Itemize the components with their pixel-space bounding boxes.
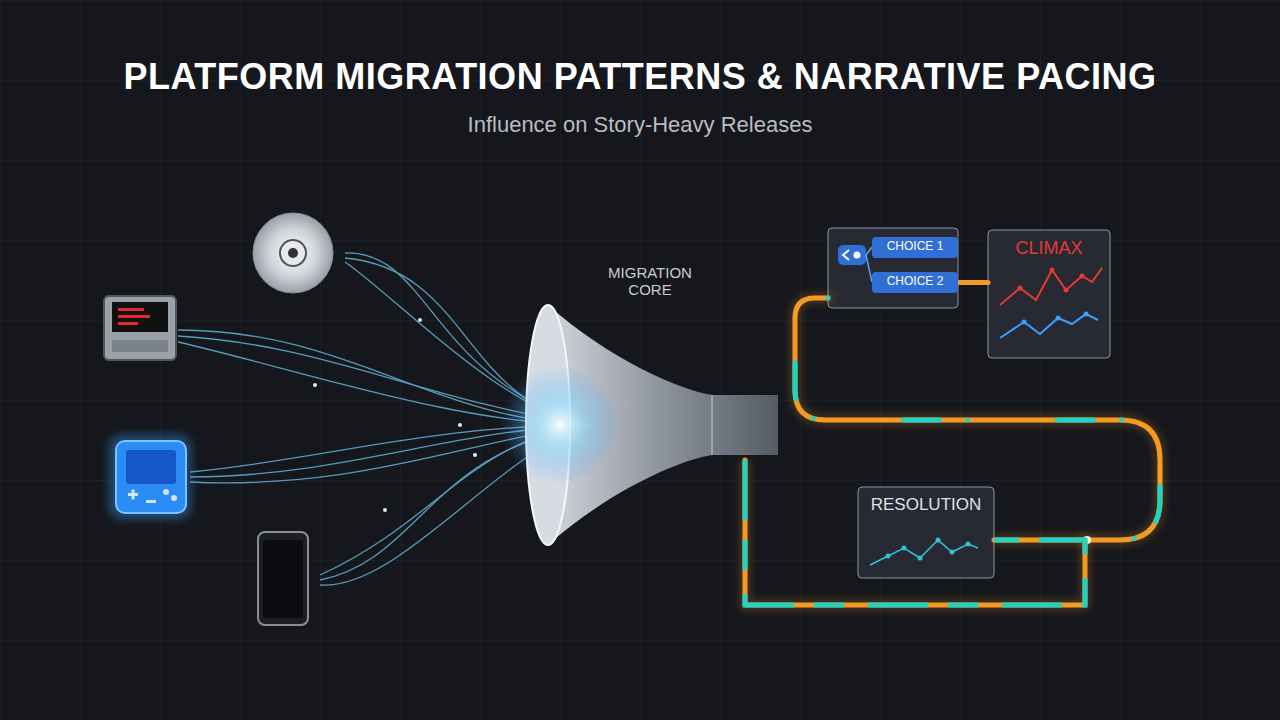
node-text: CLIMAX <box>988 238 1110 259</box>
choice-pill: CHOICE 1 <box>872 237 958 258</box>
node-text: CHOICE 2 <box>872 272 958 289</box>
node-text: MIGRATION CORE <box>590 262 710 299</box>
choice-pill: CHOICE 2 <box>872 272 958 293</box>
migration-core: MIGRATION CORE <box>520 262 780 460</box>
node-text: CHOICE 1 <box>872 237 958 254</box>
node-text: RESOLUTION <box>858 495 994 515</box>
resolution-panel: RESOLUTION <box>858 487 994 578</box>
diagram-title: PLATFORM MIGRATION PATTERNS & NARRATIVE … <box>0 56 1280 98</box>
subtitle: Influence on Story-Heavy Releases <box>0 112 1280 138</box>
track-connector <box>958 282 988 283</box>
track-connector <box>745 460 1085 605</box>
climax-panel: CLIMAX <box>988 230 1110 358</box>
